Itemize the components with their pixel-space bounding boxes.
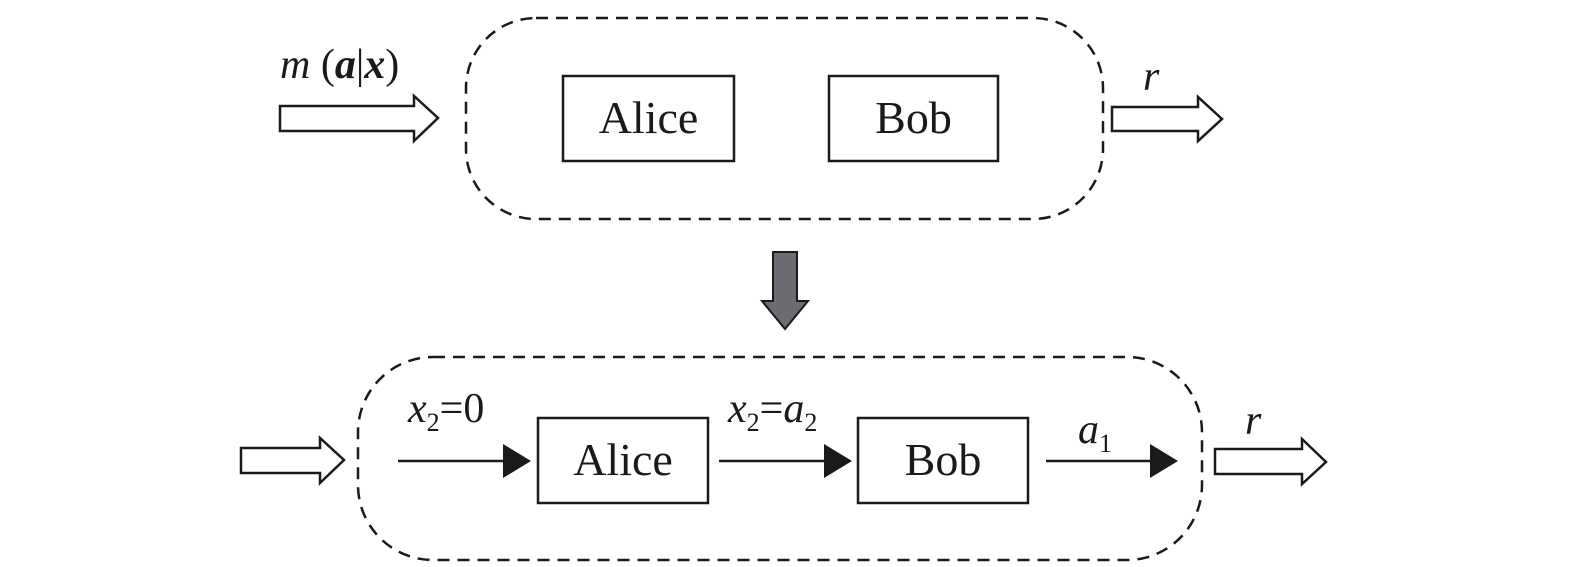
edge-alice-to-bob-head xyxy=(824,444,852,478)
top-alice-box xyxy=(561,74,736,163)
label-x-bold: x xyxy=(364,42,386,88)
label-open-paren: ( xyxy=(320,42,335,88)
edge2-eq: = xyxy=(759,386,784,432)
edge3-sub: 1 xyxy=(1099,429,1112,458)
edge-bob-out-head xyxy=(1150,444,1178,478)
top-bob-label: Bob xyxy=(875,92,952,143)
bottom-alice-label: Alice xyxy=(573,434,673,485)
bottom-bob-box xyxy=(856,416,1030,505)
edge1-label: x2=0 xyxy=(408,386,485,436)
transform-down-arrow xyxy=(759,251,811,331)
bottom-output-hollow-arrow xyxy=(1213,436,1328,487)
top-dashed-container xyxy=(464,16,1105,221)
bottom-bob-label: Bob xyxy=(904,434,982,485)
edge2-var2: a xyxy=(783,386,805,432)
edge2-label: x2=a2 xyxy=(728,386,817,436)
bottom-output-label: r xyxy=(1245,398,1262,444)
top-output-hollow-arrow xyxy=(1110,94,1224,144)
edge2-sub: 2 xyxy=(746,408,760,437)
edge-into-alice-head xyxy=(503,444,531,478)
top-bob-box xyxy=(827,74,1000,163)
bottom-dashed-container xyxy=(356,355,1204,562)
bottom-input-hollow-arrow xyxy=(239,435,346,486)
edge2-var: x xyxy=(728,386,747,432)
top-input-hollow-arrow xyxy=(278,93,440,144)
edge1-var: x xyxy=(408,386,427,432)
top-output-label: r xyxy=(1143,54,1160,100)
top-alice-label: Alice xyxy=(598,92,699,143)
edge2-sub2: 2 xyxy=(804,408,818,437)
label-close-paren: ) xyxy=(385,42,400,88)
edge1-sub: 2 xyxy=(426,408,440,437)
edge1-rest: =0 xyxy=(439,386,485,432)
top-input-label: m (a|x) xyxy=(280,44,399,86)
edge3-var: a xyxy=(1078,407,1099,453)
edge3-label: a1 xyxy=(1078,407,1112,457)
label-a-bold: a xyxy=(334,42,356,88)
label-bar: | xyxy=(355,42,365,88)
label-m: m xyxy=(280,42,311,88)
bottom-alice-box xyxy=(536,416,710,505)
